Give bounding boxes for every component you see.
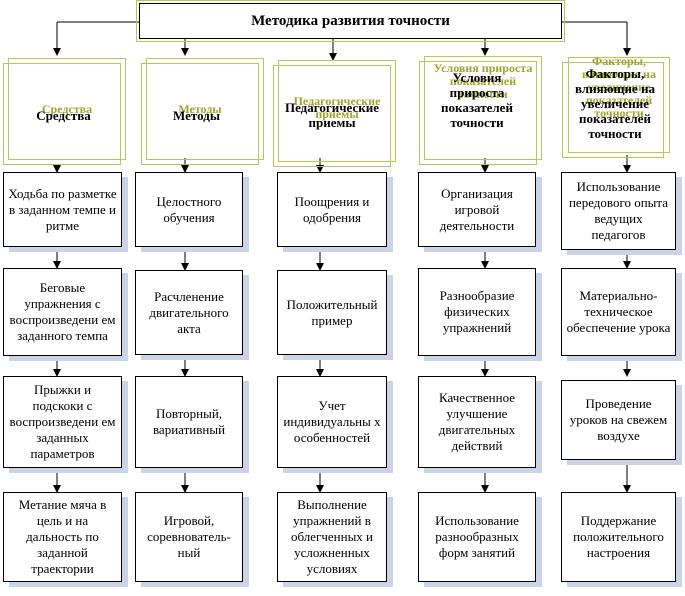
header-2-label: Методы (173, 107, 220, 123)
item-3-4: Выполнение упражнений в облегченных и ус… (277, 492, 387, 582)
item-2-3: Повторный, вариативный (135, 376, 243, 468)
item-2-4: Игровой, соревнователь-ный (135, 492, 243, 582)
header-1: Средства (8, 65, 119, 165)
header-3: Педагогические приемы (278, 65, 386, 165)
header-frame-2 (146, 58, 264, 160)
item-1-4: Метание мяча в цель и на дальность по за… (3, 492, 122, 582)
header-4: Условия прироста показателей точности (422, 58, 532, 142)
item-1-2-text: Беговые упражнения с воспроизведени ем з… (9, 280, 116, 343)
item-1-3-text: Прыжки и подскоки с воспроизведени ем за… (9, 382, 116, 461)
item-2-3-text: Повторный, вариативный (152, 406, 226, 437)
diagram-title: Методика развития точности (139, 3, 562, 39)
item-3-2-text: Положительный пример (286, 296, 378, 328)
item-2-1-text: Целостного обучения (156, 193, 222, 225)
header-frame-1b (3, 63, 121, 165)
header-frame-2b (141, 63, 259, 165)
header-frame-5 (568, 57, 670, 153)
item-3-3-text: Учет индивидуальны х особенностей (283, 398, 381, 445)
item-4-2: Разнообразие физических упражнений (418, 268, 536, 356)
item-4-3: Качественное улучшение двигательных дейс… (418, 376, 536, 468)
header-frame-1 (8, 58, 126, 160)
item-4-4-text: Использование разнообразных форм занятий (435, 513, 519, 560)
item-3-1: Поощрения и одобрения (277, 172, 387, 247)
item-3-4-text: Выполнение упражнений в облегченных и ус… (290, 497, 374, 576)
header-3-label: Педагогические приемы (284, 100, 380, 130)
item-1-4-text: Метание мяча в цель и на дальность по за… (18, 497, 107, 576)
item-3-1-text: Поощрения и одобрения (294, 193, 370, 225)
item-2-2-text: Расчленение двигательного акта (149, 288, 229, 336)
item-4-1-text: Организация игровой деятельности (439, 185, 515, 233)
header-1-label: Средства (36, 107, 91, 123)
item-2-2: Расчленение двигательного акта (135, 270, 243, 355)
item-1-3: Прыжки и подскоки с воспроизведени ем за… (3, 376, 122, 468)
item-2-4-text: Игровой, соревнователь-ный (147, 513, 231, 560)
header-2: Методы (141, 65, 252, 165)
item-5-2-text: Материально-техническое обеспечение урок… (566, 288, 671, 335)
item-1-1: Ходьба по разметке в заданном темпе и ри… (3, 172, 122, 247)
item-5-1: Использование передового опыта ведущих п… (561, 172, 676, 250)
header-frame-5b (562, 62, 664, 158)
item-1-2: Беговые упражнения с воспроизведени ем з… (3, 268, 122, 356)
item-4-1: Организация игровой деятельности (418, 172, 536, 247)
header-5-label: Факторы, влияющие на увеличение показате… (574, 65, 656, 141)
item-3-3: Учет индивидуальны х особенностей (277, 376, 387, 468)
header-5: Факторы, влияющие на увеличение показате… (566, 58, 664, 148)
header-frame-3 (278, 60, 396, 162)
item-5-4-text: Поддержание положительного настроения (573, 513, 664, 560)
item-4-2-text: Разнообразие физических упражнений (439, 288, 515, 335)
item-5-3-text: Проведение уроков на свежем воздухе (569, 396, 668, 443)
item-2-1: Целостного обучения (135, 172, 243, 247)
header-frame-3b (273, 65, 391, 167)
item-5-2: Материально-техническое обеспечение урок… (561, 268, 676, 356)
item-3-2: Положительный пример (277, 270, 387, 355)
header-4-label: Условия прироста показателей точности (441, 70, 513, 130)
item-5-4: Поддержание положительного настроения (561, 492, 676, 582)
item-4-3-text: Качественное улучшение двигательных дейс… (438, 390, 516, 453)
item-4-4: Использование разнообразных форм занятий (418, 492, 536, 582)
title-frame (136, 0, 565, 42)
item-1-1-text: Ходьба по разметке в заданном темпе и ри… (8, 185, 117, 233)
header-frame-4 (424, 56, 542, 160)
item-5-3: Проведение уроков на свежем воздухе (561, 380, 676, 460)
header-frame-4b (419, 61, 537, 165)
item-5-1-text: Использование передового опыта ведущих п… (568, 179, 669, 242)
